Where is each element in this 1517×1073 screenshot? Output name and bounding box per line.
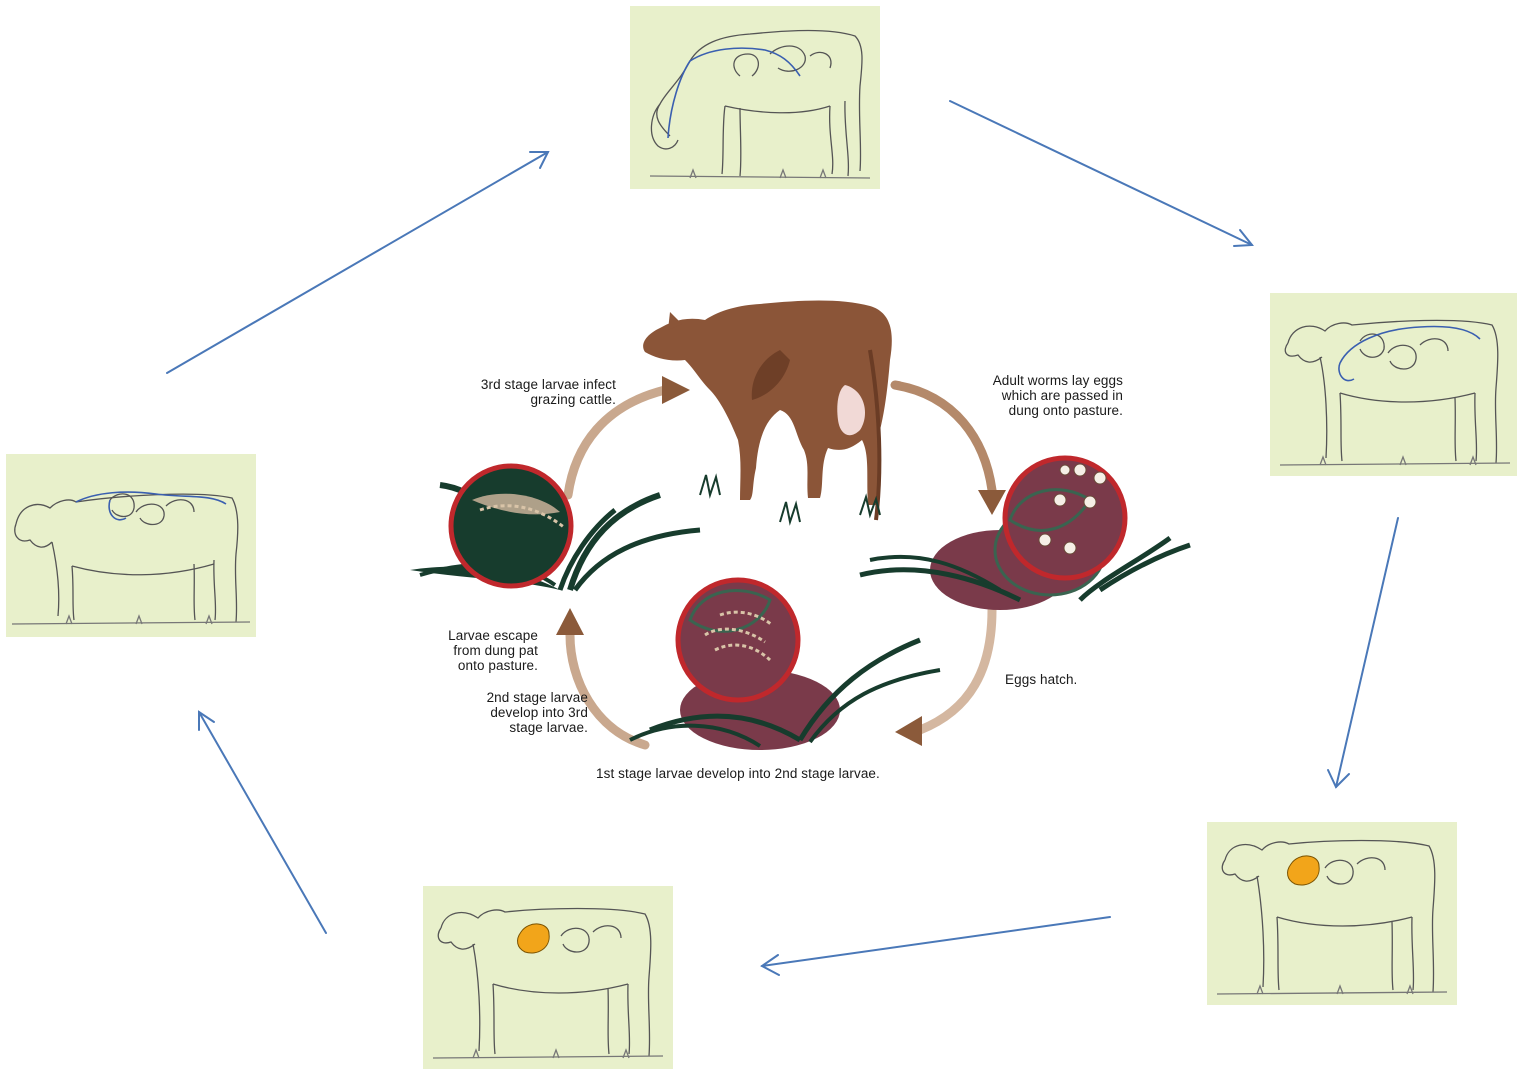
panel-cow-abomasum-right (1207, 822, 1457, 1005)
arrow-head-icon (662, 376, 690, 404)
panel-grazing-cow (630, 6, 880, 189)
eggs-ring (1005, 458, 1125, 578)
arrow-icon (762, 917, 1110, 975)
cow-outline-icon (1270, 293, 1517, 476)
panel-cow-intestine-path-left (6, 454, 256, 637)
caption-larvae-infect: 3rd stage larvae infect grazing cattle. (448, 377, 616, 407)
caption-eggs-hatch: Eggs hatch. (1005, 672, 1077, 687)
grazing-cow-outline-icon (630, 6, 880, 189)
brown-cow-icon (643, 301, 892, 521)
grass-tufts (700, 475, 880, 522)
caption-second-stage: 2nd stage larvae develop into 3rd stage … (418, 690, 588, 735)
arrow-icon (199, 712, 326, 933)
caption-first-stage: 1st stage larvae develop into 2nd stage … (596, 766, 880, 781)
arrow-icon (950, 101, 1252, 246)
cow-outline-icon (6, 454, 256, 637)
larvae-ring-bottom (678, 580, 798, 700)
arrow-icon (1328, 518, 1398, 787)
caption-larvae-escape: Larvae escape from dung pat onto pasture… (418, 628, 538, 673)
arrow-head-icon (895, 716, 922, 746)
arrow-head-icon (978, 490, 1006, 515)
panel-cow-intestine-path (1270, 293, 1517, 476)
arrow-head-icon (556, 608, 584, 635)
caption-adult-worms: Adult worms lay eggs which are passed in… (928, 373, 1123, 418)
larvae-ring-left (451, 466, 571, 586)
cow-abomasum-icon (1207, 822, 1457, 1005)
cow-abomasum-icon (423, 886, 673, 1069)
panel-cow-abomasum-bottom (423, 886, 673, 1069)
